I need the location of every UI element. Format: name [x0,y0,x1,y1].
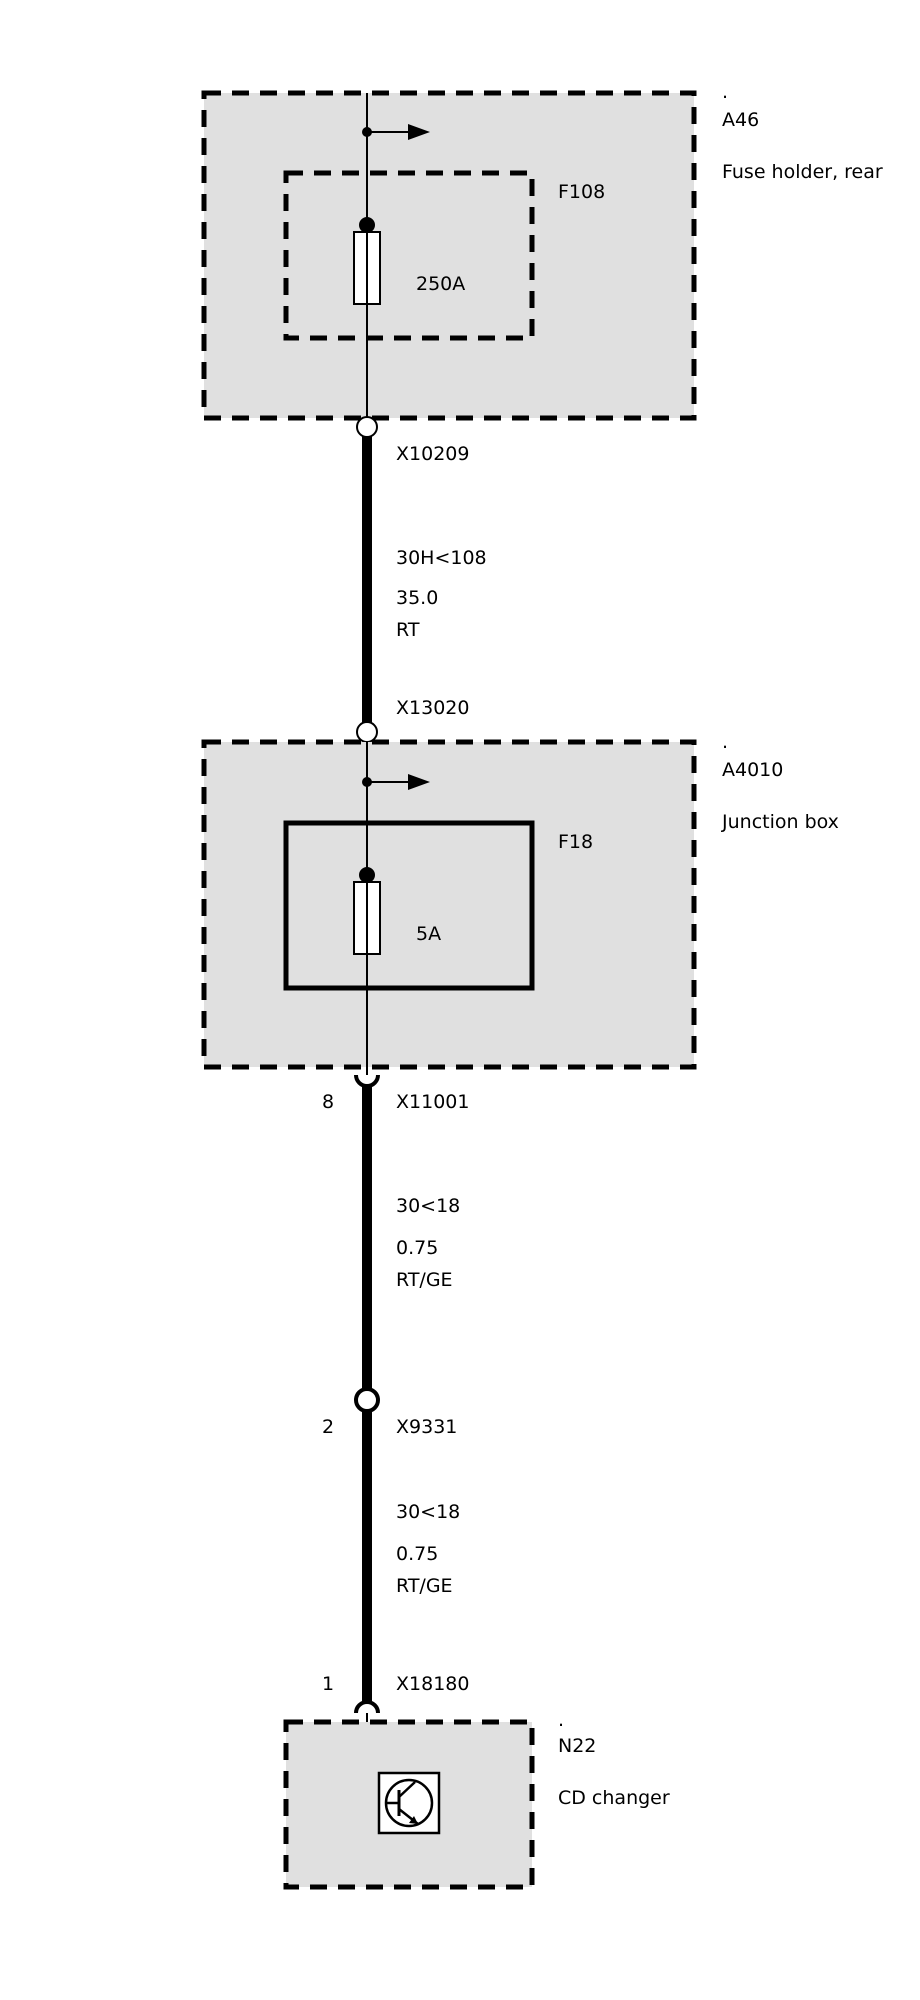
f18-fuse-housing [283,820,535,991]
a4010-name-label: Junction box [721,811,839,833]
x18180-pin-label: 1 [322,1673,334,1695]
a4010-branch-arrow-icon [408,774,430,790]
wire-2-size-label: 0.75 [396,1237,438,1259]
component-n22[interactable] [283,1713,535,1890]
x10209-label: X10209 [396,443,469,465]
x11001-pin-label: 8 [322,1091,334,1113]
a46-branch-arrow-icon [408,124,430,140]
n22-name-label: CD changer [558,1787,670,1809]
a4010-housing [201,739,697,1070]
x13020-label: X13020 [396,697,469,719]
wire-1-color-label: RT [396,619,420,641]
x18180-label: X18180 [396,1673,469,1695]
a4010-id-label: A4010 [722,759,783,781]
f18-rating-label: 5A [416,923,441,945]
a46-dot-label: . [722,81,728,103]
a46-housing [201,90,697,421]
wire-2-circuit-label: 30<18 [396,1195,460,1217]
wire-3-size-label: 0.75 [396,1543,438,1565]
a46-id-label: A46 [722,109,759,131]
a4010-dot-label: . [722,731,728,753]
wire-3-color-label: RT/GE [396,1575,453,1597]
wire-2-color-label: RT/GE [396,1269,453,1291]
x9331-label: X9331 [396,1416,457,1438]
f18-id-label: F18 [558,831,593,853]
x13020-connector-icon[interactable] [356,721,378,743]
wire-1-size-label: 35.0 [396,587,438,609]
n22-id-label: N22 [558,1735,596,1757]
x9331-connector-icon[interactable] [354,1387,380,1401]
f108-rating-label: 250A [416,273,465,295]
component-a46[interactable] [201,90,697,421]
n22-dot-label: . [558,1709,564,1731]
transistor-icon [377,1771,441,1835]
x9331-pin-label: 2 [322,1416,334,1438]
x11001-connector-icon[interactable] [354,1074,380,1088]
f108-id-label: F108 [558,181,605,203]
x9331-socket-icon[interactable] [354,1399,380,1413]
x11001-label: X11001 [396,1091,469,1113]
a46-name-label: Fuse holder, rear [722,161,883,183]
f108-terminal-dot [359,217,375,233]
wire-3-circuit-label: 30<18 [396,1501,460,1523]
f108-fuse-housing [283,170,535,341]
wire-1-circuit-label: 30H<108 [396,547,487,569]
f18-terminal-dot [359,867,375,883]
component-a4010[interactable] [201,739,697,1075]
x10209-connector-icon[interactable] [356,416,378,438]
x18180-connector-icon[interactable] [354,1700,380,1714]
